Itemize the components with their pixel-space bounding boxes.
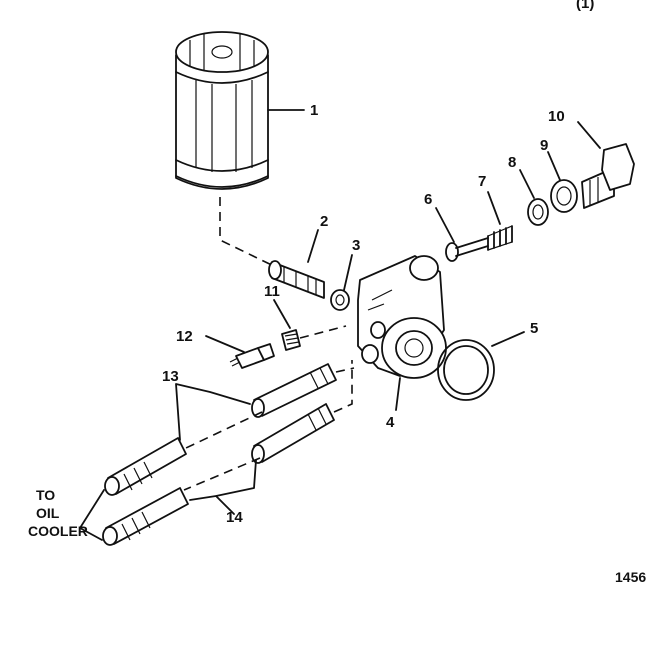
callout-10: 10 xyxy=(548,108,565,125)
callout-14: 14 xyxy=(226,509,243,526)
spring xyxy=(487,225,513,251)
plug-11 xyxy=(281,329,301,351)
gasket xyxy=(437,339,495,401)
washer-8 xyxy=(527,198,549,226)
o-ring-3 xyxy=(330,289,350,311)
callout-9: 9 xyxy=(540,137,548,154)
corner-text: (1) xyxy=(576,0,594,12)
to-oil-cooler-line-1: TO xyxy=(36,487,55,503)
to-oil-cooler-line-2: OIL xyxy=(36,505,60,521)
callout-8: 8 xyxy=(508,154,516,171)
callout-1: 1 xyxy=(310,102,318,119)
callout-7: 7 xyxy=(478,173,486,190)
adapter-fitting xyxy=(268,260,325,299)
callout-11: 11 xyxy=(264,283,280,300)
callout-13: 13 xyxy=(162,368,179,385)
filter-adapter-housing xyxy=(357,255,447,379)
callout-2: 2 xyxy=(320,213,328,230)
to-oil-cooler-line-3: COOLER xyxy=(28,523,88,539)
oil-filter-canister xyxy=(175,31,269,190)
sealing-washer-9 xyxy=(550,179,578,213)
hex-plug xyxy=(581,143,635,209)
hose-14-fitting-upper xyxy=(251,403,335,464)
callout-12: 12 xyxy=(176,328,193,345)
figure-number: 1456 xyxy=(615,569,646,585)
callout-6: 6 xyxy=(424,191,432,208)
hose-14-fitting-lower xyxy=(102,487,189,546)
fitting-12 xyxy=(229,343,275,369)
callout-4: 4 xyxy=(386,414,395,431)
relief-valve-piston xyxy=(445,237,489,262)
hose-13-fitting-lower xyxy=(104,437,187,496)
callout-3: 3 xyxy=(352,237,360,254)
callout-5: 5 xyxy=(530,320,538,337)
hose-13-fitting-upper xyxy=(251,363,337,418)
